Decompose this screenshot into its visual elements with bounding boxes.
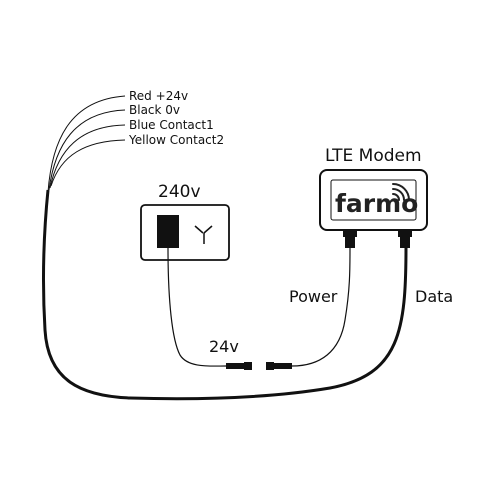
modem-power-cable [291, 247, 351, 367]
data-cable [42, 189, 408, 401]
socket-icon [194, 225, 213, 244]
wire-yellow [50, 139, 126, 187]
wire-blue [49, 124, 126, 189]
modem-title: LTE Modem [325, 146, 422, 166]
farmo-logo: farmo [335, 189, 418, 218]
wire-label-blue: Blue Contact1 [129, 118, 214, 132]
outlet-title: 240v [158, 182, 201, 202]
dc-connector [226, 362, 292, 370]
data-label: Data [415, 287, 453, 306]
wire-red [47, 95, 126, 193]
outlet-cable [167, 247, 227, 367]
wire-label-red: Red +24v [129, 89, 188, 103]
power-outlet [140, 204, 230, 261]
wire-label-black: Black 0v [129, 103, 180, 117]
wire-label-yellow: Yellow Contact2 [128, 133, 224, 147]
power-plug-icon [157, 215, 179, 248]
wire-black [48, 109, 126, 191]
power-label: Power [289, 287, 338, 306]
dc-voltage-label: 24v [209, 337, 239, 356]
data-port [398, 230, 412, 248]
wifi-signal-icon [392, 183, 410, 201]
power-port [343, 230, 357, 248]
